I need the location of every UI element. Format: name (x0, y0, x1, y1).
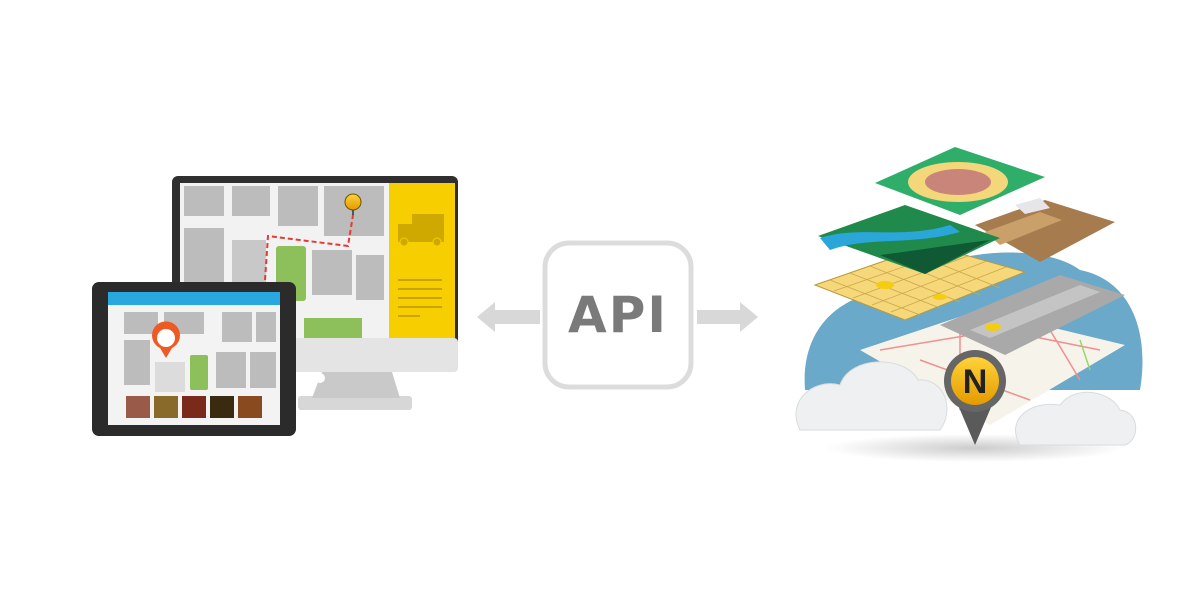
api-box (542, 240, 694, 390)
land-use-layer (975, 200, 1115, 262)
api-label: API (568, 286, 668, 344)
truck-icon (412, 214, 444, 242)
tablet-header (108, 292, 280, 305)
terrain-layer (875, 147, 1045, 215)
map-layers-cloud: N (795, 147, 1143, 462)
cloud-right (1015, 391, 1137, 446)
arrow-left-icon (477, 302, 540, 332)
monitor-stand (312, 372, 400, 398)
cloud-left (795, 361, 948, 431)
photo-strip (126, 396, 262, 418)
api-connector: API (477, 240, 758, 390)
route-line (264, 214, 354, 281)
pin-label: N (963, 363, 988, 401)
tablet (92, 282, 296, 436)
arrow-right-icon (697, 302, 758, 332)
monitor-base (298, 396, 412, 410)
north-pin-icon: N (944, 350, 1006, 445)
map-pin-icon (344, 193, 362, 211)
monitor-sidebar (389, 183, 455, 338)
